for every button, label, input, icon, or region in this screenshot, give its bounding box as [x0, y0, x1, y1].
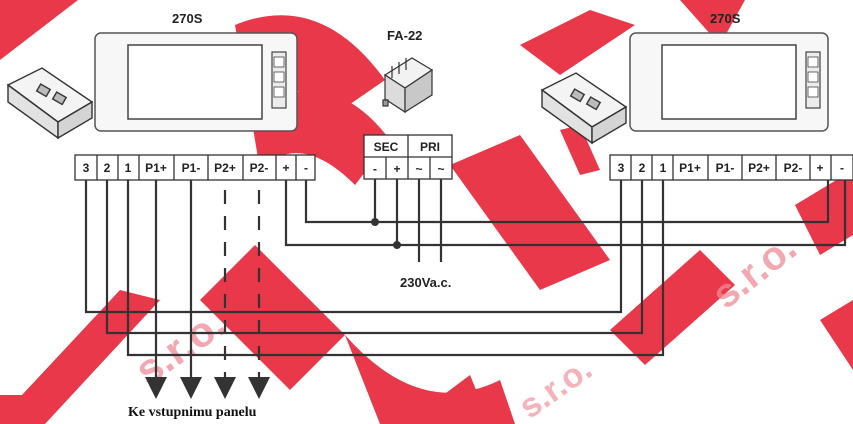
right-keypad-box: [540, 72, 628, 145]
right-monitor: [629, 32, 829, 132]
right-terminal-label: 3: [618, 161, 625, 175]
wire-terminal-3: [84, 180, 623, 314]
output-label: Ke vstupnimu panelu: [128, 405, 257, 420]
power-supply-title: FA-22: [387, 28, 422, 43]
watermark-text-right: s.r.o.: [704, 225, 805, 317]
right-terminal-label: P2+: [748, 161, 770, 175]
left-terminal-label: P1+: [145, 161, 167, 175]
watermark-text-bottom: s.r.o.: [512, 350, 599, 424]
mains-label: 230Va.c.: [400, 275, 451, 290]
right-terminal-label: P2-: [784, 161, 803, 175]
pri-label: PRI: [420, 140, 440, 154]
left-terminal-label: 2: [104, 161, 111, 175]
right-unit-title: 270S: [710, 11, 741, 26]
sec-label: SEC: [374, 140, 399, 154]
power-supply-terminal-block: SEC PRI - + ~ ~: [363, 134, 453, 180]
left-terminal-block: 3 2 1 P1+ P1- P2+ P2- + -: [74, 154, 316, 181]
right-terminal-label: P1-: [716, 161, 735, 175]
left-terminal-label: 1: [125, 161, 132, 175]
power-terminal-label: +: [393, 162, 400, 176]
right-terminal-label: 2: [639, 161, 646, 175]
wire-terminal-2: [105, 180, 644, 335]
left-terminal-label: P1-: [182, 161, 201, 175]
wire-neg: [304, 180, 830, 224]
right-terminal-label: -: [840, 161, 844, 175]
left-monitor: [94, 32, 298, 132]
left-terminal-label: 3: [83, 161, 90, 175]
left-terminal-label: +: [282, 161, 289, 175]
junction-dot: [371, 218, 379, 226]
power-terminal-label: ~: [437, 162, 444, 176]
right-terminal-label: 1: [660, 161, 667, 175]
right-terminal-label: +: [816, 161, 823, 175]
power-supply-device: [382, 57, 434, 114]
left-unit-title: 270S: [172, 11, 203, 26]
wire-terminal-1: [126, 180, 665, 357]
left-terminal-label: P2-: [250, 161, 269, 175]
power-terminal-label: ~: [415, 162, 422, 176]
power-terminal-label: -: [373, 162, 377, 176]
left-terminal-label: P2+: [214, 161, 236, 175]
left-terminal-label: -: [304, 161, 308, 175]
junction-dot: [393, 241, 401, 249]
left-keypad-box: [6, 67, 94, 140]
junction-dots: [371, 218, 401, 249]
right-terminal-label: P1+: [679, 161, 701, 175]
wires: [84, 179, 847, 399]
wire-pos: [284, 180, 847, 247]
right-terminal-block: 3 2 1 P1+ P1- P2+ P2- + -: [609, 154, 853, 181]
